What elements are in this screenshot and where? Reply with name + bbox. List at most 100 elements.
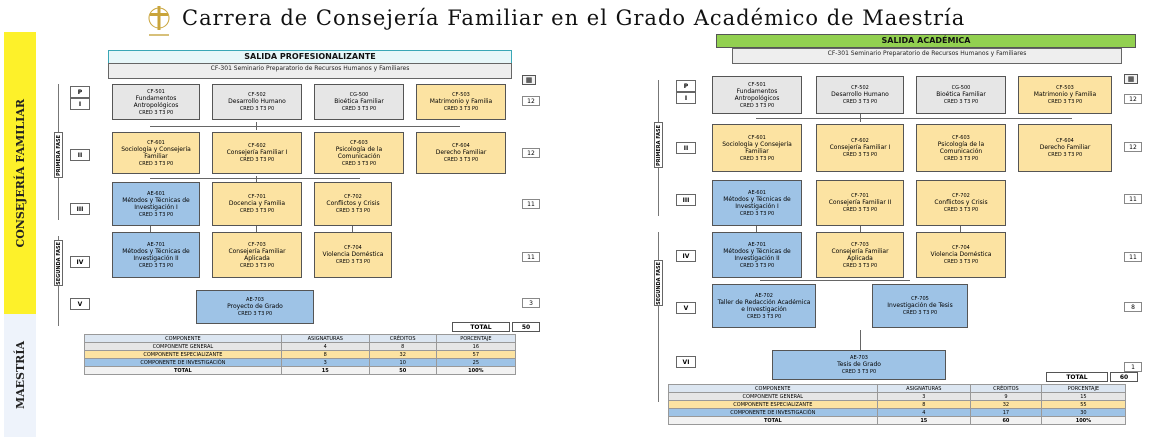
course-box[interactable]: CF-703 Consejería Familiar Aplicada CRED… [816, 232, 904, 278]
semester-tag: II [70, 149, 90, 161]
course-hours: CRED 3 T3 P0 [746, 313, 782, 320]
connector-line [860, 226, 861, 232]
table-cell: 8 [280, 350, 370, 359]
course-box[interactable]: AE-701 Métodos y Técnicas de Investigaci… [112, 232, 200, 278]
table-header: ASIGNATURAS [876, 384, 971, 393]
table-cell: 8 [368, 342, 437, 351]
course-code: CF-602 [248, 143, 266, 149]
course-box[interactable]: CF-703 Consejería Familiar Aplicada CRED… [212, 232, 302, 278]
course-hours: CRED 3 T3 P0 [341, 106, 377, 112]
course-hours: CRED 3 T3 P0 [902, 310, 938, 316]
course-code: CF-701 [248, 194, 266, 200]
course-code: CF-702 [952, 193, 970, 199]
table-header: CRÉDITOS [368, 334, 437, 343]
course-name: Derecho Familiar [435, 149, 487, 156]
course-box[interactable]: CG-500 Bioética Familiar CRED 3 T3 P0 [314, 84, 404, 120]
table-cell: 15 [876, 416, 971, 425]
course-hours: CRED 3 T3 P0 [1047, 99, 1083, 105]
course-name: Matrimonio y Familia [1033, 91, 1097, 98]
course-box[interactable]: CF-602 Consejería Familiar I CRED 3 T3 P… [212, 132, 302, 174]
course-box[interactable]: CF-704 Violencia Doméstica CRED 3 T3 P0 [314, 232, 392, 278]
course-code: AE-702 [755, 292, 773, 299]
course-box[interactable]: AE-601 Métodos y Técnicas de Investigaci… [112, 182, 200, 226]
table-cell: COMPONENTE DE INVESTIGACIÓN [668, 408, 878, 417]
course-box[interactable]: CF-704 Violencia Doméstica CRED 3 T3 P0 [916, 232, 1006, 278]
semester-credits: 11 [522, 252, 540, 262]
course-code: AE-601 [147, 190, 165, 197]
course-code: CF-705 [911, 296, 929, 302]
right-section-label: SALIDA ACADÉMICA [716, 34, 1136, 48]
course-box[interactable]: CF-701 Consejería Familiar II CRED 3 T3 … [816, 180, 904, 226]
course-name: Violencia Doméstica [930, 251, 992, 258]
course-name: Métodos y Técnicas de Investigación I [723, 195, 791, 210]
course-box[interactable]: AE-701 Métodos y Técnicas de Investigaci… [712, 232, 802, 278]
course-box[interactable]: AE-702 Taller de Redacción Académica e I… [712, 284, 816, 328]
left-section-label: SALIDA PROFESIONALIZANTE [108, 50, 512, 64]
course-name: Derecho Familiar [1039, 144, 1091, 151]
page-title: Carrera de Consejería Familiar en el Gra… [182, 6, 966, 30]
course-code: CF-601 [147, 139, 165, 146]
semester-tag: I [676, 92, 696, 104]
course-box[interactable]: AE-703 Tesis de Grado CRED 3 T3 P0 [772, 350, 946, 380]
course-box[interactable]: CF-602 Consejería Familiar I CRED 3 T3 P… [816, 124, 904, 172]
semester-credits: 11 [1124, 194, 1142, 204]
course-box[interactable]: CF-502 Desarrollo Humano CRED 3 T3 P0 [212, 84, 302, 120]
semester-tag: IV [676, 250, 696, 262]
course-box[interactable]: AE-703 Proyecto de Grado CRED 3 T3 P0 [196, 290, 314, 324]
course-code: CF-502 [248, 92, 266, 98]
course-box[interactable]: CF-604 Derecho Familiar CRED 3 T3 P0 [1018, 124, 1112, 172]
course-code: CF-502 [851, 85, 869, 91]
course-hours: CRED 3 T3 P0 [841, 369, 877, 375]
course-box[interactable]: CF-701 Docencia y Familia CRED 3 T3 P0 [212, 182, 302, 226]
connector-line [352, 226, 353, 232]
course-box[interactable]: CF-702 Conflictos y Crisis CRED 3 T3 P0 [314, 182, 392, 226]
table-row: COMPONENTE GENERAL 3 9 15 [668, 392, 1127, 401]
semester-credits: 1 [1124, 362, 1142, 372]
course-box[interactable]: CF-705 Investigación de Tesis CRED 3 T3 … [872, 284, 968, 328]
course-name: Desarrollo Humano [831, 91, 889, 98]
table-cell: TOTAL [668, 416, 878, 425]
table-cell: 3 [876, 392, 971, 401]
course-name: Desarrollo Humano [228, 98, 286, 105]
connector-line [756, 118, 1072, 119]
course-box[interactable]: CF-501 Fundamentos Antropológicos CRED 3… [112, 84, 200, 120]
table-header-row: COMPONENTE ASIGNATURAS CRÉDITOS PORCENTA… [84, 334, 517, 343]
course-box[interactable]: CF-503 Matrimonio y Familia CRED 3 T3 P0 [1018, 76, 1112, 114]
course-code: CF-603 [952, 134, 970, 141]
course-code: CF-704 [952, 245, 970, 251]
semester-credits: 8 [1124, 302, 1142, 312]
total-value: 50 [512, 322, 540, 332]
course-name: Consejería Familiar Aplicada [831, 247, 889, 262]
course-name: Consejería Familiar I [829, 144, 891, 151]
course-hours: CRED 3 T3 P0 [943, 99, 979, 105]
course-box[interactable]: AE-601 Métodos y Técnicas de Investigaci… [712, 180, 802, 226]
connector-line [256, 226, 257, 232]
course-hours: CRED 3 T3 P0 [943, 155, 979, 162]
course-box[interactable]: CF-702 Conflictos y Crisis CRED 3 T3 P0 [916, 180, 1006, 226]
course-hours: CRED 3 T3 P0 [239, 208, 275, 214]
band-label-lower: MAESTRÍA [13, 341, 27, 410]
course-code: AE-701 [748, 241, 766, 248]
course-box[interactable]: CF-601 Sociología y Consejería Familiar … [112, 132, 200, 174]
table-row: COMPONENTE DE INVESTIGACIÓN 4 17 30 [668, 408, 1127, 417]
course-name: Fundamentos Antropológicos [734, 87, 780, 102]
course-box[interactable]: CF-502 Desarrollo Humano CRED 3 T3 P0 [816, 76, 904, 114]
course-hours: CRED 3 T3 P0 [335, 259, 371, 265]
table-cell: 32 [969, 400, 1042, 409]
table-cell: 32 [368, 350, 437, 359]
course-box[interactable]: CG-500 Bioética Familiar CRED 3 T3 P0 [916, 76, 1006, 114]
course-box[interactable]: CF-603 Psicología de la Comunicación CRE… [916, 124, 1006, 172]
course-name: Docencia y Familia [228, 200, 286, 207]
course-box[interactable]: CF-503 Matrimonio y Familia CRED 3 T3 P0 [416, 84, 506, 120]
course-box[interactable]: CF-501 Fundamentos Antropológicos CRED 3… [712, 76, 802, 114]
course-hours: CRED 3 T3 P0 [138, 109, 174, 116]
table-row: TOTAL 15 60 100% [668, 416, 1127, 425]
table-icon: ▦ [522, 75, 536, 85]
course-code: CF-703 [248, 241, 266, 248]
course-hours: CRED 3 T3 P0 [739, 155, 775, 162]
course-box[interactable]: CF-604 Derecho Familiar CRED 3 T3 P0 [416, 132, 506, 174]
course-box[interactable]: CF-603 Psicología de la Comunicación CRE… [314, 132, 404, 174]
course-box[interactable]: CF-601 Sociología y Consejería Familiar … [712, 124, 802, 172]
connector-line [150, 126, 460, 127]
course-name: Consejería Familiar I [226, 149, 288, 156]
